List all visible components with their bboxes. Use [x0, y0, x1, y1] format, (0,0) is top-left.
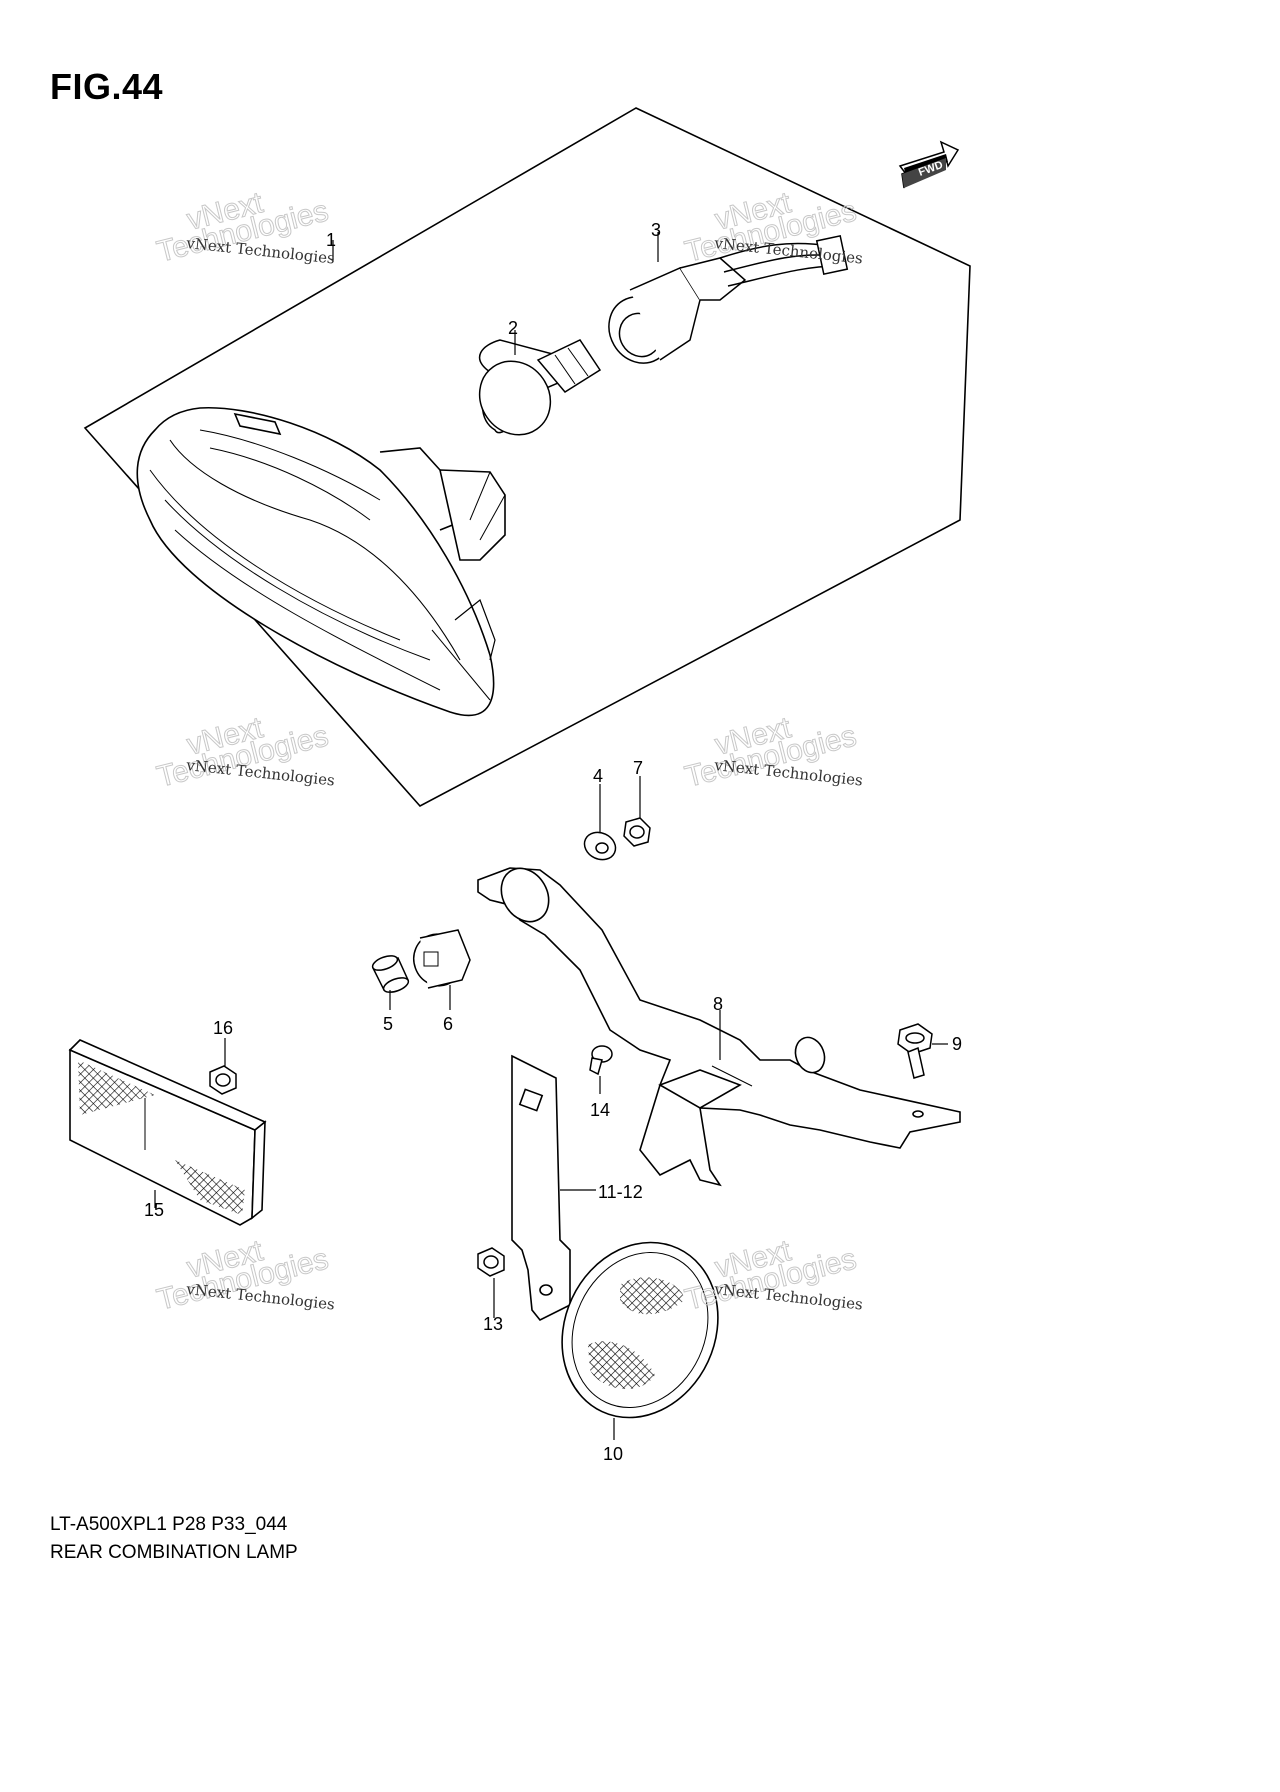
- figure-title: FIG.44: [50, 66, 164, 107]
- bulb: [478, 339, 602, 436]
- part-label-8: 8: [713, 994, 723, 1014]
- watermark-top-left: vNext Technologies vNext Technologies: [153, 186, 335, 270]
- grommet: [413, 929, 471, 989]
- part-label-11-12: 11-12: [598, 1182, 643, 1202]
- model-code: LT-A500XPL1 P28 P33_044: [50, 1514, 288, 1535]
- part-label-5: 5: [383, 1014, 393, 1034]
- reflector-stay: [511, 1054, 571, 1322]
- leader-lines: [154, 232, 948, 1440]
- nut-16: [209, 1065, 237, 1095]
- collar: [371, 955, 410, 993]
- tail-lamp-housing: [136, 406, 506, 717]
- part-label-14: 14: [590, 1100, 610, 1120]
- part-label-2: 2: [508, 318, 518, 338]
- bolt-9: [897, 1023, 933, 1079]
- watermark-top-right: vNext Technologies vNext Technologies: [681, 186, 863, 270]
- part-labels: 1 2 3 4 7 5 6 8 9 14 16 15 11-12 13 10: [144, 220, 962, 1464]
- part-label-1: 1: [326, 230, 336, 250]
- part-label-6: 6: [443, 1014, 453, 1034]
- bulb-socket: [608, 234, 849, 364]
- assembly-outline: [83, 107, 971, 808]
- part-label-13: 13: [483, 1314, 503, 1334]
- part-label-7: 7: [633, 758, 643, 778]
- watermark-bottom-left: vNext Technologies vNext Technologies: [153, 1234, 335, 1318]
- watermark-mid-left: vNext Technologies vNext Technologies: [153, 711, 335, 795]
- round-reflector: [561, 1241, 719, 1419]
- screw-14: [589, 1045, 613, 1076]
- assembly-name: REAR COMBINATION LAMP: [50, 1542, 298, 1563]
- watermark-bottom-right: vNext Technologies vNext Technologies: [681, 1234, 863, 1318]
- nut-7: [623, 817, 651, 847]
- part-label-16: 16: [213, 1018, 233, 1038]
- fwd-arrow-icon: FWD: [898, 140, 960, 189]
- part-label-9: 9: [952, 1034, 962, 1054]
- nut-13: [477, 1247, 505, 1277]
- side-reflector: [68, 1039, 267, 1226]
- watermark-mid-right: vNext Technologies vNext Technologies: [681, 711, 863, 795]
- part-label-15: 15: [144, 1200, 164, 1220]
- lamp-bracket: [477, 867, 961, 1187]
- washer: [583, 831, 617, 861]
- part-label-10: 10: [603, 1444, 623, 1464]
- part-label-4: 4: [593, 766, 603, 786]
- part-label-3: 3: [651, 220, 661, 240]
